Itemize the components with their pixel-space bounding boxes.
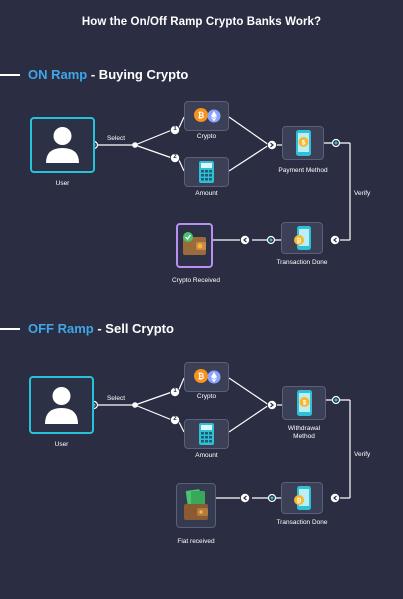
verify-label: Verify: [354, 190, 371, 197]
section-divider: [0, 74, 20, 76]
amount-label: Amount: [195, 452, 218, 459]
payment-method-label: Payment Method: [278, 167, 328, 174]
verify-label: Verify: [354, 451, 371, 458]
svg-text:₿: ₿: [198, 372, 205, 381]
crypto-wallet-icon: [183, 232, 206, 255]
transaction-done-node[interactable]: ₿: [281, 222, 323, 254]
page-title: How the On/Off Ramp Crypto Banks Work?: [81, 16, 322, 28]
payment-method-node[interactable]: $: [282, 126, 324, 160]
user-label: User: [55, 180, 70, 187]
transaction-done-label: Transaction Done: [276, 259, 328, 266]
user-node[interactable]: [29, 376, 94, 434]
amount-node[interactable]: [184, 419, 229, 449]
off-ramp-heading-highlight: OFF Ramp: [28, 321, 94, 336]
transaction-done-node[interactable]: ₿: [281, 482, 323, 514]
calculator-icon: [199, 423, 214, 445]
svg-text:₿: ₿: [297, 238, 302, 245]
crypto-node[interactable]: ₿: [184, 362, 229, 392]
crypto-coins-icon: ₿: [194, 108, 221, 123]
withdrawal-method-node[interactable]: $: [282, 386, 326, 420]
transaction-phone-icon: ₿: [294, 486, 311, 510]
off-ramp-heading-rest: - Sell Crypto: [97, 321, 174, 336]
user-node[interactable]: [30, 117, 95, 173]
step-badge-1: 1: [173, 388, 177, 394]
crypto-label: Crypto: [196, 133, 217, 140]
on-ramp-heading: ON Ramp - Buying Crypto: [28, 67, 188, 82]
user-label: User: [54, 441, 69, 448]
amount-node[interactable]: [184, 157, 229, 187]
crypto-coins-icon: ₿: [194, 369, 221, 384]
on-ramp-heading-highlight: ON Ramp: [28, 67, 88, 82]
off-ramp-heading: OFF Ramp - Sell Crypto: [28, 321, 174, 336]
mobile-payment-icon: $: [297, 390, 312, 416]
user-icon: [46, 127, 79, 163]
amount-label: Amount: [195, 190, 218, 197]
crypto-received-node[interactable]: [176, 223, 213, 268]
mobile-payment-icon: $: [296, 130, 311, 156]
step-badge-2: 2: [173, 416, 177, 422]
crypto-node[interactable]: ₿: [184, 101, 229, 131]
step-badge-2: 2: [173, 154, 177, 160]
svg-text:₿: ₿: [198, 111, 205, 120]
svg-text:$: $: [302, 140, 306, 147]
user-icon: [45, 387, 78, 424]
select-label: Select: [106, 135, 126, 142]
calculator-icon: [199, 161, 214, 183]
fiat-received-label: Fiat received: [177, 538, 215, 545]
select-label: Select: [106, 395, 126, 402]
on-ramp-heading-rest: - Buying Crypto: [90, 67, 189, 82]
fiat-received-node[interactable]: [176, 483, 216, 528]
cash-wallet-icon: [184, 489, 208, 520]
svg-text:$: $: [303, 400, 307, 407]
transaction-phone-icon: ₿: [294, 226, 311, 250]
transaction-done-label: Transaction Done: [276, 519, 328, 526]
withdrawal-method-label: Withdrawal Method: [287, 425, 321, 440]
crypto-label: Crypto: [196, 393, 217, 400]
svg-text:₿: ₿: [297, 498, 302, 505]
crypto-received-label: Crypto Received: [171, 277, 221, 284]
step-badge-1: 1: [173, 126, 177, 132]
section-divider: [0, 328, 20, 330]
